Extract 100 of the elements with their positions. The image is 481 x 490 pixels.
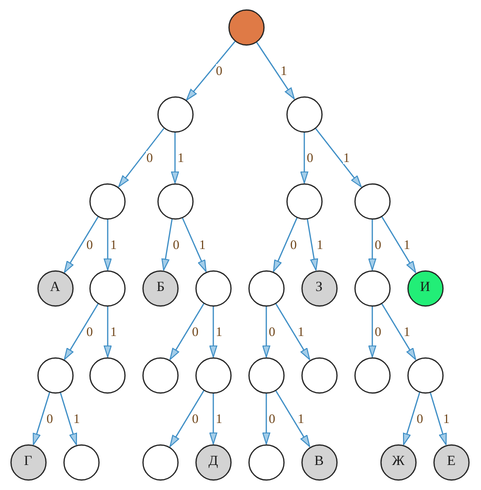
tree-node [406, 270, 444, 306]
arrow [275, 303, 310, 360]
tree-node [286, 182, 323, 220]
arrow [209, 393, 218, 444]
tree-node [248, 270, 285, 306]
tree-node [156, 96, 194, 132]
arrow [368, 219, 376, 270]
edge-label: 0 [374, 238, 382, 250]
root-node [228, 8, 266, 46]
arrow [403, 392, 420, 446]
arrow [104, 219, 112, 270]
edge-label: 1 [404, 324, 410, 338]
tree-node [194, 444, 232, 480]
arrow [262, 306, 270, 358]
node-label: З [315, 281, 322, 295]
edge-label: 0 [268, 324, 276, 338]
edge-label: 1 [216, 324, 222, 338]
node-label: Б [156, 281, 165, 295]
node-label: И [420, 281, 430, 295]
tree-node [142, 270, 180, 306]
arrow [60, 392, 77, 446]
arrow [209, 306, 218, 358]
edge-label: 0 [172, 238, 180, 250]
arrow [170, 390, 204, 447]
edge-label: 0 [306, 150, 314, 164]
arrow [381, 303, 416, 360]
tree-node [300, 444, 338, 480]
arrow [186, 40, 236, 101]
edge-label: 1 [199, 238, 206, 250]
tree-node [300, 270, 338, 306]
tree-node [194, 270, 232, 306]
arrow [104, 306, 112, 358]
edge-label: 0 [86, 238, 93, 250]
edge-label: 1 [280, 64, 287, 77]
arrow [118, 128, 164, 188]
tree-node [248, 444, 285, 480]
arrow [306, 218, 318, 271]
arrow [170, 303, 204, 360]
arrow [32, 392, 50, 446]
edge-label: 0 [416, 412, 424, 424]
tree-node [89, 270, 126, 306]
edge-label: 1 [110, 324, 117, 338]
arrow [273, 217, 298, 272]
tree-node [194, 356, 232, 394]
edge-label: 0 [86, 324, 93, 338]
tree-node [10, 444, 46, 480]
edge-label: 0 [374, 324, 382, 338]
arrow [262, 393, 270, 444]
arrow [430, 392, 447, 446]
edge-label: 1 [298, 412, 304, 424]
tree-node [286, 96, 323, 132]
tree-node [156, 182, 194, 220]
tree-node [36, 270, 74, 306]
tree-node [354, 270, 391, 306]
tree-node [248, 356, 285, 394]
tree-node [406, 356, 444, 394]
edge-label: 1 [178, 150, 184, 164]
edge-label: 1 [110, 238, 117, 250]
edge-label: 0 [192, 412, 198, 424]
edge-label: 0 [268, 412, 276, 424]
node-label: Ж [392, 455, 405, 469]
edge-label: 0 [216, 64, 222, 77]
node-label: Д [208, 455, 218, 469]
arrow [368, 306, 376, 358]
edge-label: 0 [146, 150, 153, 164]
tree-node [380, 444, 417, 480]
node-label: В [314, 455, 324, 469]
tree-node [300, 356, 338, 394]
arrow [256, 42, 295, 100]
arrow [300, 132, 308, 184]
tree-node [89, 356, 126, 394]
tree-node [432, 444, 470, 480]
edge-label: 0 [290, 238, 297, 250]
node-label: Г [24, 455, 32, 469]
tree-node [63, 444, 100, 480]
tree-node [354, 356, 391, 394]
node-label: Е [447, 455, 456, 469]
edge-label: 1 [298, 324, 304, 338]
edge-label: 0 [46, 412, 53, 424]
arrow [275, 390, 310, 448]
arrow [314, 128, 362, 188]
edge-label: 1 [316, 238, 324, 250]
edge-label: 1 [216, 412, 222, 424]
edge-label: 1 [443, 412, 450, 424]
edge-label: 1 [73, 412, 80, 424]
arrow [182, 217, 207, 272]
arrow [171, 132, 179, 184]
tree-node [142, 356, 180, 394]
node-label: А [50, 281, 60, 295]
tree-node [89, 182, 126, 220]
tree-node [142, 444, 180, 480]
arrow [64, 303, 99, 360]
arrow [381, 216, 416, 274]
arrow [161, 218, 173, 271]
edge-label: 0 [192, 324, 198, 338]
arrow [64, 216, 99, 274]
tree-node [354, 182, 391, 220]
tree-node [36, 356, 74, 394]
edge-label: 1 [343, 150, 350, 164]
edge-label: 1 [404, 238, 410, 250]
